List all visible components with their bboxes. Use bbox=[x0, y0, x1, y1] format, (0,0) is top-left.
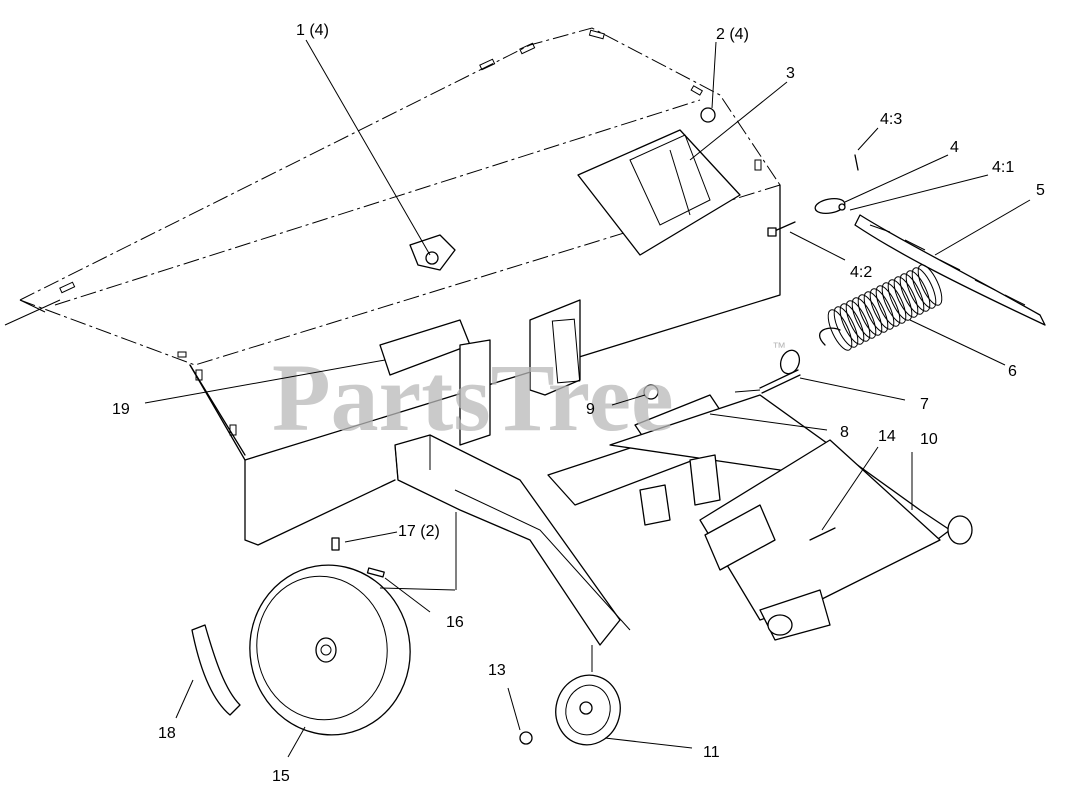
spring-coil bbox=[863, 291, 889, 333]
callout-8: 8 bbox=[840, 424, 849, 441]
spring-coil bbox=[869, 288, 895, 330]
spring-coil bbox=[851, 297, 877, 339]
callout-18: 18 bbox=[158, 725, 176, 742]
roll-pin bbox=[366, 567, 385, 578]
callout-4: 4 bbox=[950, 139, 959, 156]
callout-4-3: 4:3 bbox=[880, 111, 902, 128]
pivot-arm bbox=[394, 434, 631, 646]
spring-coil bbox=[839, 303, 865, 345]
callout-labels: 1 (4) 2 (4) 3 4:3 4 4:1 5 4:2 6 7 8 9 14… bbox=[112, 22, 1045, 785]
callout-9: 9 bbox=[586, 401, 595, 418]
spring-coil bbox=[911, 267, 937, 309]
nut-9 bbox=[643, 384, 659, 400]
callout-2: 2 (4) bbox=[716, 26, 749, 43]
callout-14: 14 bbox=[878, 428, 896, 445]
grease-fitting bbox=[331, 537, 340, 551]
spring-coil bbox=[899, 273, 925, 315]
nut-13 bbox=[519, 731, 533, 745]
spring-coil bbox=[887, 279, 913, 321]
spring-coil bbox=[893, 276, 919, 318]
leader-lines bbox=[144, 39, 1031, 758]
spring-coil bbox=[917, 264, 943, 306]
watermark-tm: ™ bbox=[772, 339, 786, 355]
callout-15: 15 bbox=[272, 768, 290, 785]
callout-10: 10 bbox=[920, 431, 938, 448]
callout-6: 6 bbox=[1008, 363, 1017, 380]
eyebolt bbox=[734, 349, 801, 394]
deck-shroud bbox=[4, 27, 781, 546]
spring-coil bbox=[845, 300, 871, 342]
callout-16: 16 bbox=[446, 614, 464, 631]
idler-pulley bbox=[555, 674, 621, 746]
callout-3: 3 bbox=[786, 65, 795, 82]
bolt-14 bbox=[809, 527, 836, 541]
spring-coil bbox=[881, 282, 907, 324]
spring-coil bbox=[857, 294, 883, 336]
bumper-2 bbox=[700, 107, 716, 123]
callout-19: 19 bbox=[112, 401, 130, 418]
callout-11: 11 bbox=[703, 744, 720, 761]
callout-17: 17 (2) bbox=[398, 523, 440, 540]
chain bbox=[854, 214, 1046, 326]
wheel bbox=[249, 564, 411, 736]
callout-1: 1 (4) bbox=[296, 22, 329, 39]
spring-coil bbox=[833, 306, 859, 348]
callout-5: 5 bbox=[1036, 182, 1045, 199]
watermark: PartsTree bbox=[272, 344, 674, 451]
spring-coil bbox=[875, 285, 901, 327]
callout-4-1: 4:1 bbox=[992, 159, 1014, 176]
callout-13: 13 bbox=[488, 662, 506, 679]
spring-coil bbox=[905, 270, 931, 312]
deflector-plate bbox=[577, 129, 741, 256]
frame bbox=[547, 394, 973, 641]
wear-strip bbox=[191, 624, 241, 716]
spring bbox=[818, 264, 943, 351]
callout-7: 7 bbox=[920, 396, 929, 413]
chain-hook bbox=[767, 154, 859, 237]
spring-coil bbox=[827, 309, 853, 351]
callout-4-2: 4:2 bbox=[850, 264, 872, 281]
front-bracket bbox=[379, 299, 581, 446]
clamp-1 bbox=[409, 234, 456, 271]
